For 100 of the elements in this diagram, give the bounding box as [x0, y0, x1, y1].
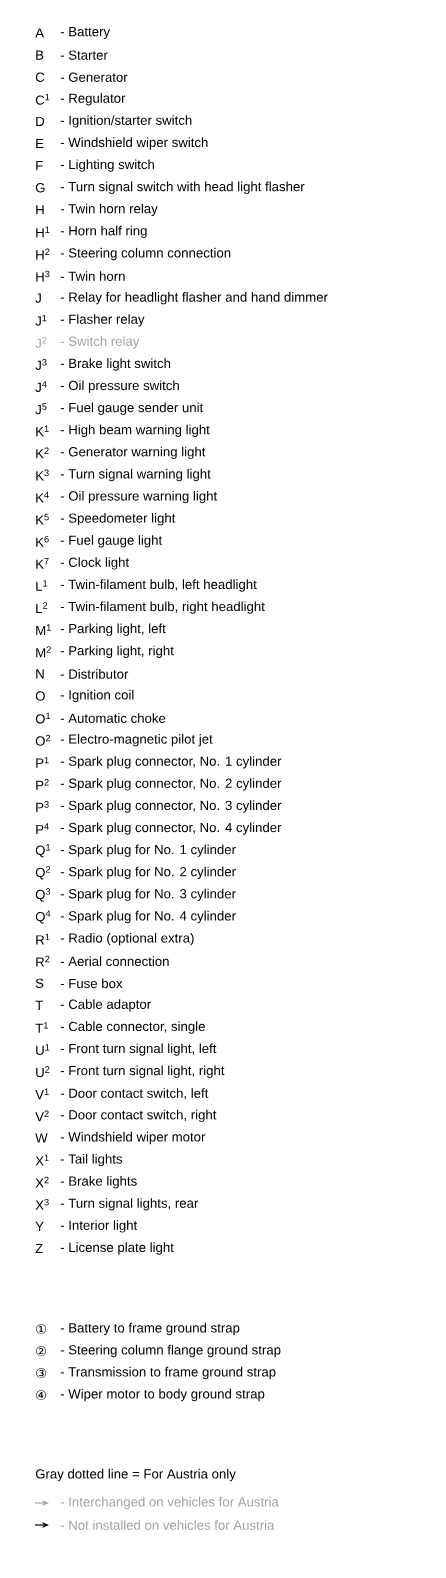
part-code: O$^{2}$ — [35, 734, 51, 746]
part-code: O$^{1}$ — [35, 712, 51, 724]
part-code: V$^{2}$ — [35, 1110, 49, 1122]
part-code: X$^{1}$ — [35, 1154, 49, 1166]
part-description: - Turn signal lights, rear — [60, 1198, 199, 1211]
part-description: - Turn signal warning light — [60, 468, 211, 482]
part-description: - Spark plug connector, No. 4 cylinder — [60, 822, 282, 835]
part-code: T$^{1}$ — [35, 1022, 48, 1033]
part-description: - Switch relay — [60, 336, 140, 349]
callout-number: ④ — [36, 1390, 47, 1400]
part-description: - Spark plug for No. 4 cylinder — [60, 910, 236, 924]
part-description: - Spark plug for No. 3 cylinder — [60, 888, 236, 902]
part-code: M$^{2}$ — [36, 646, 51, 658]
part-code: J — [35, 293, 41, 303]
part-description: - Oil pressure warning light — [60, 490, 218, 504]
part-code: A — [35, 28, 44, 38]
callout-description: - Transmission to frame ground strap — [60, 1366, 276, 1380]
part-description: - Spark plug for No. 2 cylinder — [60, 866, 236, 879]
callout-number: ② — [36, 1346, 47, 1356]
part-code: H$^{3}$ — [36, 270, 50, 282]
part-code: P$^{4}$ — [36, 823, 49, 834]
part-code: Q$^{2}$ — [35, 866, 51, 880]
part-code: P$^{2}$ — [36, 779, 49, 790]
part-description: - Twin-filament bulb, left headlight — [60, 579, 257, 592]
part-code: K$^{3}$ — [36, 469, 49, 481]
part-code: V$^{1}$ — [35, 1088, 49, 1100]
legend-text: - Not installed on vehicles for Austria — [60, 1520, 275, 1530]
part-code: O — [35, 691, 45, 701]
callout-number: ③ — [36, 1368, 47, 1378]
part-code: J$^{3}$ — [35, 359, 47, 370]
part-description: - Lighting switch — [60, 159, 154, 172]
part-description: - Turn signal switch with head light flasher — [60, 181, 305, 194]
part-code: W — [35, 1133, 48, 1143]
callout-description: - Steering column flange ground strap — [60, 1344, 281, 1358]
part-description: - Cable adaptor — [60, 999, 151, 1012]
part-description: - Aerial connection — [60, 956, 169, 967]
part-description: - Parking light, left — [60, 623, 166, 636]
part-description: - Steering column connection — [60, 247, 231, 261]
part-description: - Fuel gauge sender unit — [60, 402, 204, 415]
part-code: P$^{3}$ — [36, 801, 49, 812]
part-description: - Horn half ring — [60, 225, 147, 239]
part-code: U$^{2}$ — [36, 1066, 50, 1078]
part-description: - Twin horn relay — [60, 203, 158, 216]
part-code: D — [36, 116, 45, 126]
part-description: - Oil pressure switch — [60, 380, 179, 393]
part-code: H$^{1}$ — [36, 226, 50, 238]
callout-description: - Wiper motor to body ground strap — [60, 1388, 265, 1402]
part-code: E — [36, 139, 44, 149]
part-code: H — [36, 205, 44, 215]
part-description: - Generator — [60, 72, 128, 82]
part-code: T — [35, 1000, 43, 1010]
part-code: J$^{5}$ — [35, 403, 47, 415]
part-code: K$^{2}$ — [36, 447, 49, 459]
part-code: X$^{3}$ — [35, 1198, 49, 1210]
part-code: R$^{1}$ — [36, 933, 50, 945]
part-code: C$^{1}$ — [35, 93, 50, 105]
part-description: - Distributor — [60, 669, 129, 679]
part-code: B — [36, 50, 44, 60]
callout-description: - Battery to frame ground strap — [60, 1322, 240, 1336]
part-description: - Relay for headlight flasher and hand dimmer — [60, 292, 328, 305]
part-code: K$^{4}$ — [36, 491, 49, 503]
part-description: - Cable connector, single — [60, 1021, 205, 1034]
part-description: - Generator warning light — [60, 446, 206, 460]
part-description: - Speedometer light — [60, 513, 176, 526]
part-description: - Flasher relay — [60, 314, 145, 327]
callout-number: ① — [36, 1324, 47, 1334]
part-code: Z — [35, 1243, 43, 1254]
part-code: J$^{4}$ — [35, 381, 47, 393]
part-code: Q$^{3}$ — [35, 888, 51, 902]
part-description: - Spark plug connector, No. 1 cylinder — [60, 756, 282, 769]
part-description: - Spark plug connector, No. 2 cylinder — [60, 778, 282, 791]
part-description: - Starter — [60, 50, 108, 60]
part-code: K$^{7}$ — [36, 558, 49, 569]
part-description: - Spark plug connector, No. 3 cylinder — [60, 800, 282, 813]
part-description: - Door contact switch, left — [60, 1088, 209, 1100]
part-description: - Windshield wiper switch — [60, 137, 208, 150]
part-description: - High beam warning light — [60, 424, 210, 437]
part-code: R$^{2}$ — [36, 955, 50, 967]
part-description: - Battery — [60, 27, 111, 39]
part-code: K$^{5}$ — [36, 513, 49, 525]
part-description: - Fuse box — [60, 978, 123, 989]
part-description: - Door contact switch, right — [60, 1109, 217, 1123]
part-description: - Tail lights — [60, 1153, 123, 1167]
part-code: Q$^{1}$ — [35, 844, 51, 858]
part-code: H$^{2}$ — [36, 248, 50, 260]
part-description: - Automatic choke — [60, 713, 166, 723]
part-description: - Windshield wiper motor — [60, 1131, 206, 1145]
part-description: - Spark plug for No. 1 cylinder — [60, 844, 236, 857]
part-code: X$^{2}$ — [35, 1176, 49, 1188]
part-code: K$^{6}$ — [36, 535, 49, 547]
part-code: Q$^{4}$ — [35, 910, 51, 924]
part-description: - Radio (optional extra) — [60, 932, 194, 946]
part-code: K$^{1}$ — [36, 425, 49, 437]
part-code: L$^{2}$ — [36, 602, 48, 613]
part-description: - License plate light — [60, 1242, 174, 1255]
part-code: M$^{1}$ — [36, 624, 51, 636]
part-code: S — [35, 978, 44, 988]
part-description: - Brake lights — [60, 1176, 137, 1189]
part-description: - Twin-filament bulb, right headlight — [60, 601, 265, 614]
part-code: G — [35, 183, 45, 193]
